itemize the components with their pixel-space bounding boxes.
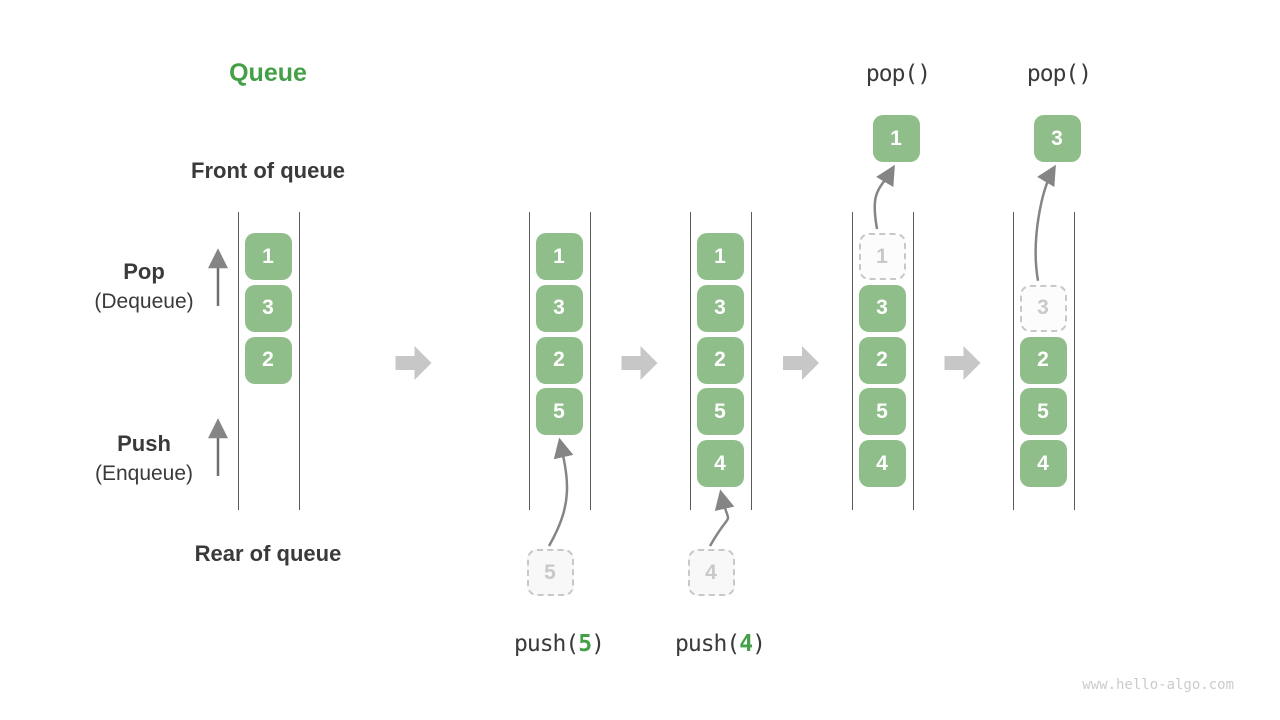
queue-cell-removed: 1 <box>858 233 906 280</box>
push-operation-label: Push (Enqueue) <box>95 430 193 490</box>
pop-label: Pop <box>123 259 165 284</box>
push-arrow <box>708 489 735 547</box>
queue-wall-left <box>1012 212 1014 510</box>
queue-cell: 3 <box>696 284 744 332</box>
queue-wall-left <box>237 212 239 510</box>
queue-cell: 2 <box>244 336 292 384</box>
dequeue-label: (Dequeue) <box>94 290 194 313</box>
rear-of-queue-label: Rear of queue <box>194 541 342 566</box>
queue-cell: 4 <box>858 440 906 487</box>
flow-arrow <box>395 346 432 380</box>
queue-wall-left <box>689 212 691 510</box>
pop-operation-label: Pop (Dequeue) <box>94 258 193 318</box>
queue-wall-left <box>851 212 853 510</box>
push-call-arg: 5 <box>578 631 592 657</box>
popped-element: 3 <box>1033 115 1081 162</box>
queue-cell: 2 <box>1019 336 1067 384</box>
enqueue-label: (Enqueue) <box>94 462 194 485</box>
queue-cell: 1 <box>696 233 744 280</box>
queue-cell: 3 <box>858 284 906 332</box>
pop-call-label: pop() <box>1026 61 1092 87</box>
flow-arrow <box>783 346 819 380</box>
diagram-title: Queue <box>229 59 307 87</box>
queue-cell: 3 <box>244 284 292 332</box>
queue-cell: 5 <box>1019 388 1067 436</box>
push-call-label: push(4) <box>675 631 766 657</box>
pop-arrow <box>873 164 895 230</box>
flow-arrow <box>621 346 658 380</box>
queue-wall-right <box>750 212 752 510</box>
queue-wall-left <box>528 212 530 510</box>
push-arrow <box>547 437 574 547</box>
queue-cell: 2 <box>696 336 744 384</box>
flow-arrow <box>944 346 981 380</box>
popped-element: 1 <box>872 115 920 162</box>
push-label: Push <box>117 431 171 456</box>
queue-wall-right <box>298 212 300 510</box>
pop-call-label: pop() <box>865 61 931 87</box>
push-element-ghost: 4 <box>687 549 735 596</box>
queue-cell: 3 <box>535 284 583 332</box>
pop-arrow <box>1034 164 1056 281</box>
queue-cell: 5 <box>535 388 583 436</box>
queue-cell: 4 <box>696 440 744 487</box>
queue-cell: 5 <box>858 388 906 436</box>
queue-cell: 5 <box>696 388 744 436</box>
queue-cell: 2 <box>535 336 583 384</box>
queue-cell: 4 <box>1019 440 1067 487</box>
push-element-ghost: 5 <box>526 549 574 596</box>
queue-wall-right <box>1073 212 1075 510</box>
queue-cell: 2 <box>858 336 906 384</box>
queue-wall-right <box>912 212 914 510</box>
queue-cell-removed: 3 <box>1019 284 1067 332</box>
watermark: www.hello-algo.com <box>1082 677 1234 693</box>
queue-cell: 1 <box>244 233 292 280</box>
push-call-label: push(5) <box>514 631 605 657</box>
push-call-arg: 4 <box>739 631 753 657</box>
queue-wall-right <box>589 212 591 510</box>
front-of-queue-label: Front of queue <box>191 158 345 183</box>
queue-cell: 1 <box>535 233 583 280</box>
